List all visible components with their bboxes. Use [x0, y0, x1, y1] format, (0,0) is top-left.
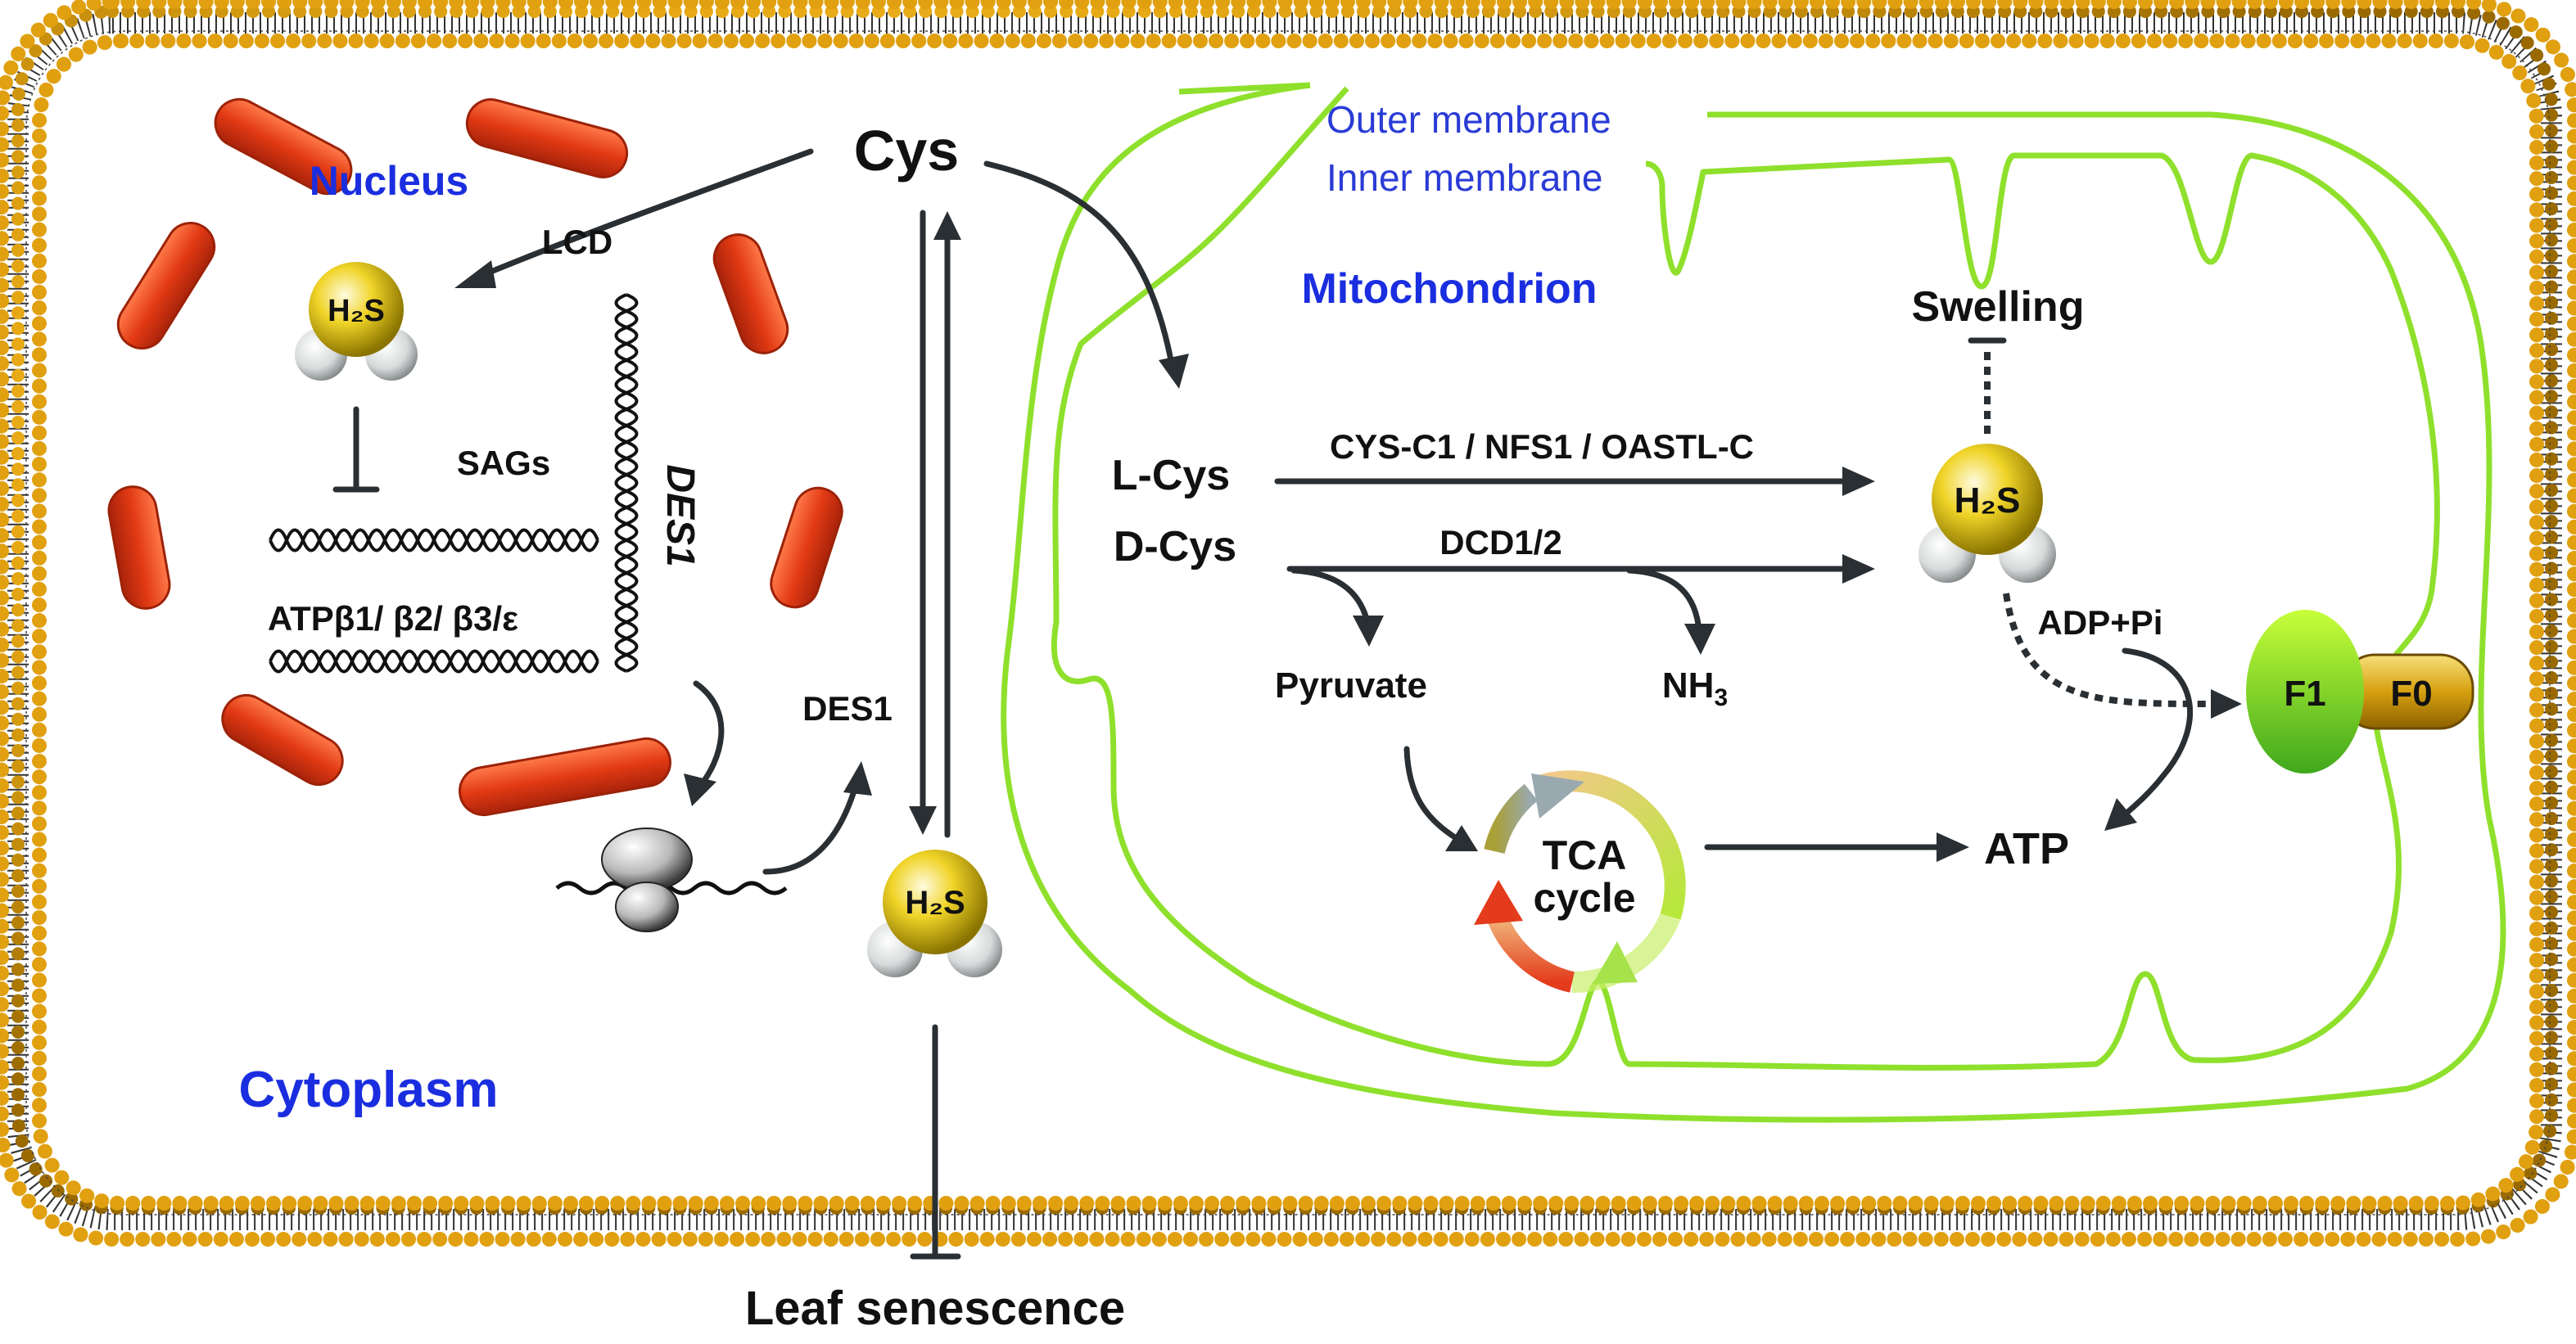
mitochondrion-outer-membrane — [1001, 82, 2506, 1123]
nh3-label: NH3 — [1662, 665, 1728, 711]
swelling-label: Swelling — [1912, 283, 2085, 331]
h2s-molecule-cytoplasm-icon: H₂S — [867, 850, 1002, 977]
leaf-senescence-label: Leaf senescence — [745, 1282, 1125, 1335]
des1-gene-dna — [614, 293, 639, 673]
atp-genes-label: ATPβ1/ β2/ β3/ε — [268, 599, 518, 638]
h2s-molecule-nucleus-icon: H₂S — [295, 262, 418, 381]
atp-label: ATP — [1984, 824, 2069, 873]
inner-membrane-label: Inner membrane — [1326, 156, 1603, 199]
lcd-label: LCD — [542, 223, 612, 261]
adp-pi-label: ADP+Pi — [2038, 603, 2163, 642]
h2s-mito-label: H₂S — [1955, 480, 2021, 521]
cys-label: Cys — [854, 119, 959, 183]
l-cys-label: L-Cys — [1112, 452, 1230, 499]
h2s-cytoplasm-label: H₂S — [905, 885, 965, 921]
nucleus-envelope — [107, 97, 843, 817]
enzymes-l-label: CYS-C1 / NFS1 / OASTL-C — [1330, 427, 1754, 466]
atp-gene-dna — [269, 649, 599, 674]
cytoplasm-title: Cytoplasm — [239, 1062, 499, 1118]
tca-label-line1: TCA — [1543, 832, 1627, 878]
d-cys-label: D-Cys — [1114, 523, 1236, 571]
outer-membrane-label: Outer membrane — [1326, 98, 1611, 141]
arrows — [332, 148, 2242, 1260]
pyruvate-label: Pyruvate — [1275, 665, 1427, 706]
tca-cycle-icon: TCA cycle — [1474, 770, 1686, 994]
nucleus-title: Nucleus — [310, 158, 469, 204]
tca-label-line2: cycle — [1533, 875, 1635, 921]
sags-gene-dna — [269, 528, 599, 552]
nh3-subscript: 3 — [1714, 684, 1728, 711]
atp-synthase-icon: F1 F0 — [2246, 610, 2474, 773]
membrane-tails — [25, 30, 2551, 1215]
h2s-molecule-mito-icon: H₂S — [1918, 444, 2056, 583]
sags-label: SAGs — [457, 444, 550, 482]
mitochondrion-title: Mitochondrion — [1301, 265, 1597, 313]
f1-label: F1 — [2284, 674, 2325, 714]
des1-gene-label: DES1 — [658, 464, 702, 566]
ribosome-icon — [555, 828, 788, 932]
f0-label: F0 — [2390, 674, 2432, 714]
enzymes-d-label: DCD1/2 — [1439, 523, 1561, 562]
h2s-nucleus-label: H₂S — [328, 294, 385, 328]
cell-membrane — [0, 0, 2576, 1247]
des1-protein-label: DES1 — [802, 689, 893, 728]
nh3-base: NH — [1662, 665, 1715, 706]
mitochondrion-inner-membrane — [1051, 86, 2440, 1071]
